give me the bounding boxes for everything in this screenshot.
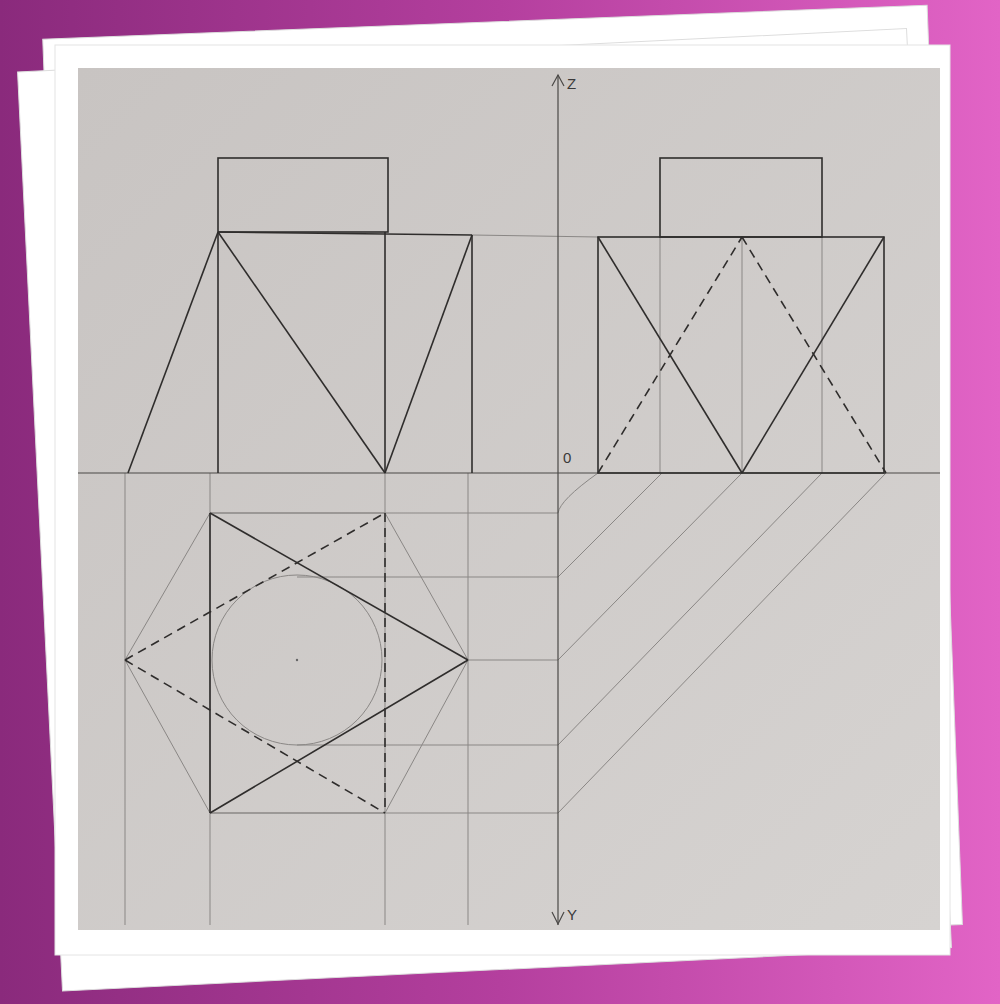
edge-line	[210, 513, 468, 660]
edge-line	[385, 235, 472, 473]
projection-line	[822, 237, 823, 473]
back-sheet	[18, 29, 952, 991]
projection-line	[468, 473, 469, 925]
top-view	[125, 513, 468, 813]
back-sheet	[43, 5, 963, 958]
projection-line	[210, 473, 211, 925]
hidden-line	[125, 513, 385, 660]
photo-frame	[55, 45, 950, 955]
projection-line	[660, 237, 661, 473]
circle-outline	[212, 575, 382, 745]
hidden-line	[598, 237, 742, 473]
axis-arrow	[552, 912, 564, 924]
front-view	[128, 158, 472, 473]
miter-line	[558, 473, 662, 577]
side-view	[598, 158, 886, 473]
z-y-axis	[557, 75, 558, 925]
center-dot	[296, 659, 298, 661]
projection-line	[297, 577, 558, 578]
edge-line	[218, 232, 385, 473]
construction-lines	[125, 235, 886, 925]
miter-line	[558, 473, 598, 513]
projection-line	[468, 660, 558, 661]
hexagon-outline	[125, 513, 468, 813]
hidden-line	[384, 513, 386, 813]
miter-line	[558, 473, 886, 813]
edge-line	[471, 235, 473, 473]
axes	[78, 75, 940, 925]
edge-line	[210, 660, 468, 813]
axis-label: 0	[563, 450, 571, 465]
axis-label: Y	[567, 907, 577, 922]
edge-line	[128, 232, 218, 473]
prism-outline	[598, 237, 884, 473]
axis-arrow	[552, 75, 564, 86]
projection-line	[472, 235, 598, 237]
edge-line	[218, 232, 472, 235]
edge-line	[384, 232, 386, 473]
hidden-line	[742, 237, 886, 473]
edge-line	[209, 513, 211, 813]
projection-line	[125, 473, 126, 925]
projection-line	[742, 237, 743, 473]
edge-line	[742, 237, 884, 473]
projection-line	[385, 473, 386, 925]
hidden-line	[125, 660, 385, 813]
edge-line	[217, 232, 219, 473]
miter-line	[558, 473, 742, 660]
projection-line	[297, 745, 558, 746]
top-block	[218, 158, 388, 232]
miter-line	[558, 473, 822, 745]
paper-photo	[78, 68, 940, 930]
edge-line	[598, 237, 742, 473]
axis-label: Z	[567, 76, 576, 91]
top-block	[660, 158, 822, 237]
